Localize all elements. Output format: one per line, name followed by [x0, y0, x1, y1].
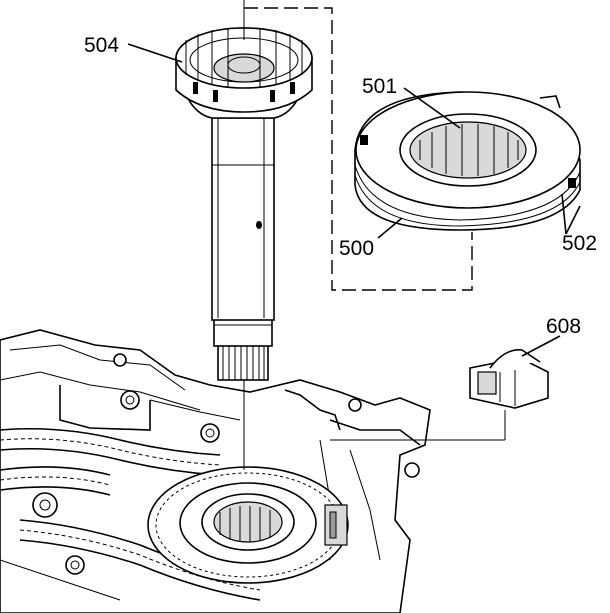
- callout-504: 504: [84, 34, 119, 57]
- callout-501: 501: [362, 75, 397, 98]
- dashed-alignment-lines: [244, 7, 473, 291]
- callout-502: 502: [562, 232, 597, 255]
- input-shaft-504: [175, 0, 313, 470]
- clutch-plate-stack: [354, 91, 581, 231]
- callout-500: 500: [339, 237, 374, 260]
- callout-608: 608: [546, 315, 581, 338]
- leader-lines: [127, 43, 581, 357]
- clutch-hub-in-case: [147, 466, 349, 584]
- drive-chain: [0, 427, 261, 601]
- part-608-bracket: [330, 349, 549, 441]
